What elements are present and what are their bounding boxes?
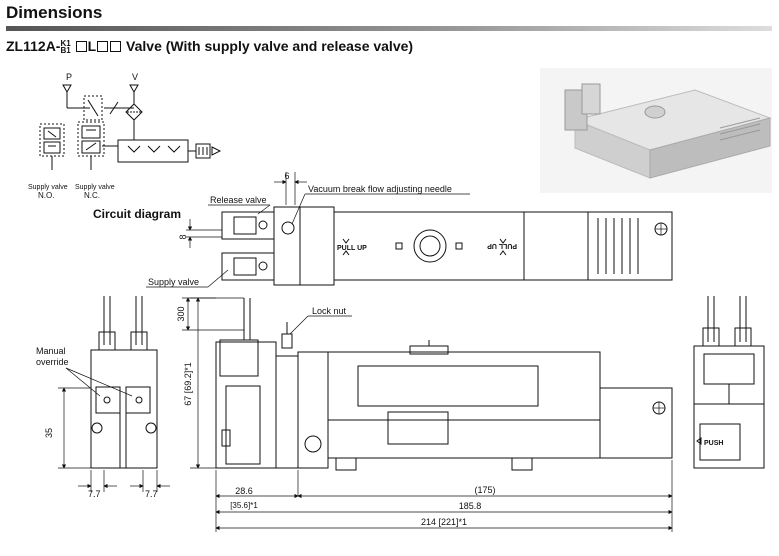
model-option-bottom: B1 (60, 46, 71, 56)
left-end-body (90, 349, 158, 469)
product-photo (540, 68, 772, 193)
port-p-label: P (66, 72, 72, 82)
right-end-view (693, 296, 765, 469)
page-heading: Dimensions (6, 3, 103, 22)
circuit-diagram-title: Circuit diagram (93, 207, 181, 221)
pull-up-mark: PULL UP (337, 245, 367, 252)
model-prefix: ZL112A- (6, 38, 61, 54)
dim-175: (175) (474, 485, 495, 495)
front-view (215, 298, 673, 471)
option-box (97, 41, 109, 52)
no-label: N.O. (38, 191, 54, 200)
option-box (110, 41, 122, 52)
lock-nut (281, 333, 293, 349)
heading-rule (6, 26, 772, 31)
dim-7-7-left: 7.7 (88, 489, 101, 499)
dim-214: 214 [221]*1 (421, 517, 467, 527)
nc-label: N.C. (84, 191, 100, 200)
supply-valve-callout: Supply valve (148, 277, 199, 287)
model-option-top: K1 (60, 39, 71, 49)
model-suffix: Valve (With supply valve and release val… (126, 38, 414, 54)
pull-up-mark-mirrored: PULL UP (487, 242, 517, 249)
release-valve-body (221, 211, 275, 240)
option-box (75, 41, 87, 52)
silencer-symbol (195, 143, 211, 159)
circuit-diagram: P V (28, 72, 222, 200)
manual-override-line1: Manual (36, 346, 66, 356)
dim-67: 67 [69.2]*1 (183, 362, 193, 406)
release-valve-circuit-label: Supply valve (75, 184, 115, 191)
port-p-triangle (62, 84, 72, 94)
dim-35: 35 (44, 428, 54, 438)
needle-callout: Vacuum break flow adjusting needle (308, 184, 452, 194)
top-view (221, 206, 673, 286)
dim-6: 6 (284, 171, 289, 181)
lock-nut-callout: Lock nut (312, 306, 347, 316)
release-valve-callout: Release valve (210, 195, 267, 205)
dim-300: 300 (176, 306, 186, 321)
port-v-label: V (132, 72, 138, 82)
dim-35-6: [35.6]*1 (230, 501, 258, 510)
dim-7-7-right: 7.7 (145, 489, 158, 499)
manual-override-line2: override (36, 357, 69, 367)
silencer-front (599, 387, 673, 459)
dim-8: 8 (178, 234, 188, 239)
ejector-body-front (327, 351, 601, 459)
supply-valve-circuit-label: Supply valve (28, 184, 68, 191)
supply-valve-body (221, 252, 275, 281)
port-v-triangle (129, 84, 139, 94)
valve-stack-front (215, 341, 277, 469)
dim-28-6: 28.6 (235, 486, 253, 496)
dim-185-8: 185.8 (459, 501, 482, 511)
model-middle: L (87, 38, 97, 54)
left-end-view (90, 296, 158, 469)
push-mark: PUSH (704, 440, 723, 447)
